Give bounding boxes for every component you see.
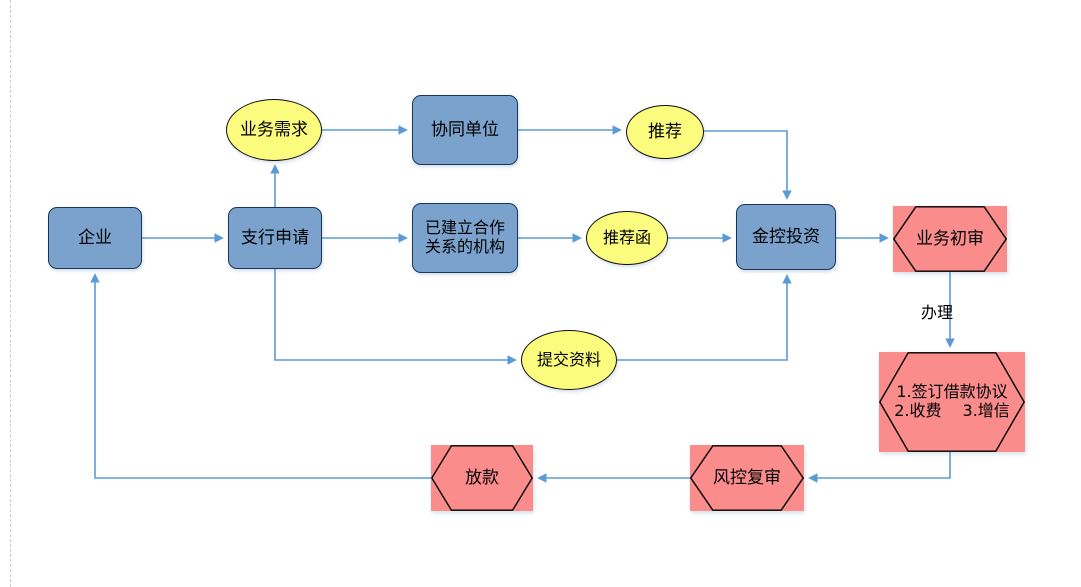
node-tuijian-label: 推荐 [648,121,682,142]
node-fengkong-fushen-fill [690,445,804,511]
edge-fangkuan-to-qiye [90,273,431,479]
node-fengkong-fushen-outline [690,445,804,511]
node-banli-steps-outline [879,352,1025,452]
node-qiye-label: 企业 [78,227,112,248]
node-yewu-chushen-label: 业务初审 [916,228,984,249]
edge-banli-to-fukongfushen [808,452,951,483]
edge-tijiao-to-jinkong [617,274,792,361]
edge-label-banli: 办理 [921,303,954,322]
node-tijiao-ziliao[interactable]: 提交资料 [521,330,617,390]
node-tuijianhan[interactable]: 推荐函 [586,211,668,265]
node-fangkuan-fill [431,445,533,511]
node-zhihang-shenqing[interactable]: 支行申请 [228,207,322,269]
edge-zhihang-to-tijiao [274,269,517,365]
node-hezuo-jigou-label: 已建立合作 关系的机构 [424,218,505,256]
node-xietong-danwei-label: 协同单位 [431,119,499,140]
node-fangkuan-outline [431,445,533,511]
node-yewu-chushen[interactable]: 业务初审 [893,206,1007,272]
node-xietong-danwei[interactable]: 协同单位 [412,95,518,165]
node-banli-steps-label: 1.签订借款协议 2.收费 3.增信 [894,382,1010,420]
node-jinkong-touzi-label: 金控投资 [752,226,820,247]
node-tuijian[interactable]: 推荐 [626,105,704,159]
edge-tuijian-to-jinkong [704,130,792,200]
page-guide-line [10,0,11,587]
node-fengkong-fushen-label: 风控复审 [713,467,781,488]
node-zhihang-shenqing-label: 支行申请 [241,227,309,248]
node-yewu-chushen-fill [893,206,1007,272]
node-banli-steps[interactable]: 1.签订借款协议 2.收费 3.增信 [879,352,1025,452]
node-yewu-xuqiu-label: 业务需求 [240,119,308,140]
node-tijiao-ziliao-label: 提交资料 [536,349,601,369]
node-yewu-chushen-outline [893,206,1007,272]
node-qiye[interactable]: 企业 [48,207,142,269]
node-fangkuan-label: 放款 [465,467,499,488]
node-yewu-xuqiu[interactable]: 业务需求 [226,99,322,161]
node-fangkuan[interactable]: 放款 [431,445,533,511]
node-tuijianhan-label: 推荐函 [602,227,651,247]
node-hezuo-jigou[interactable]: 已建立合作 关系的机构 [412,203,518,273]
node-banli-steps-fill [879,352,1025,452]
node-jinkong-touzi[interactable]: 金控投资 [736,204,836,270]
node-fengkong-fushen[interactable]: 风控复审 [690,445,804,511]
